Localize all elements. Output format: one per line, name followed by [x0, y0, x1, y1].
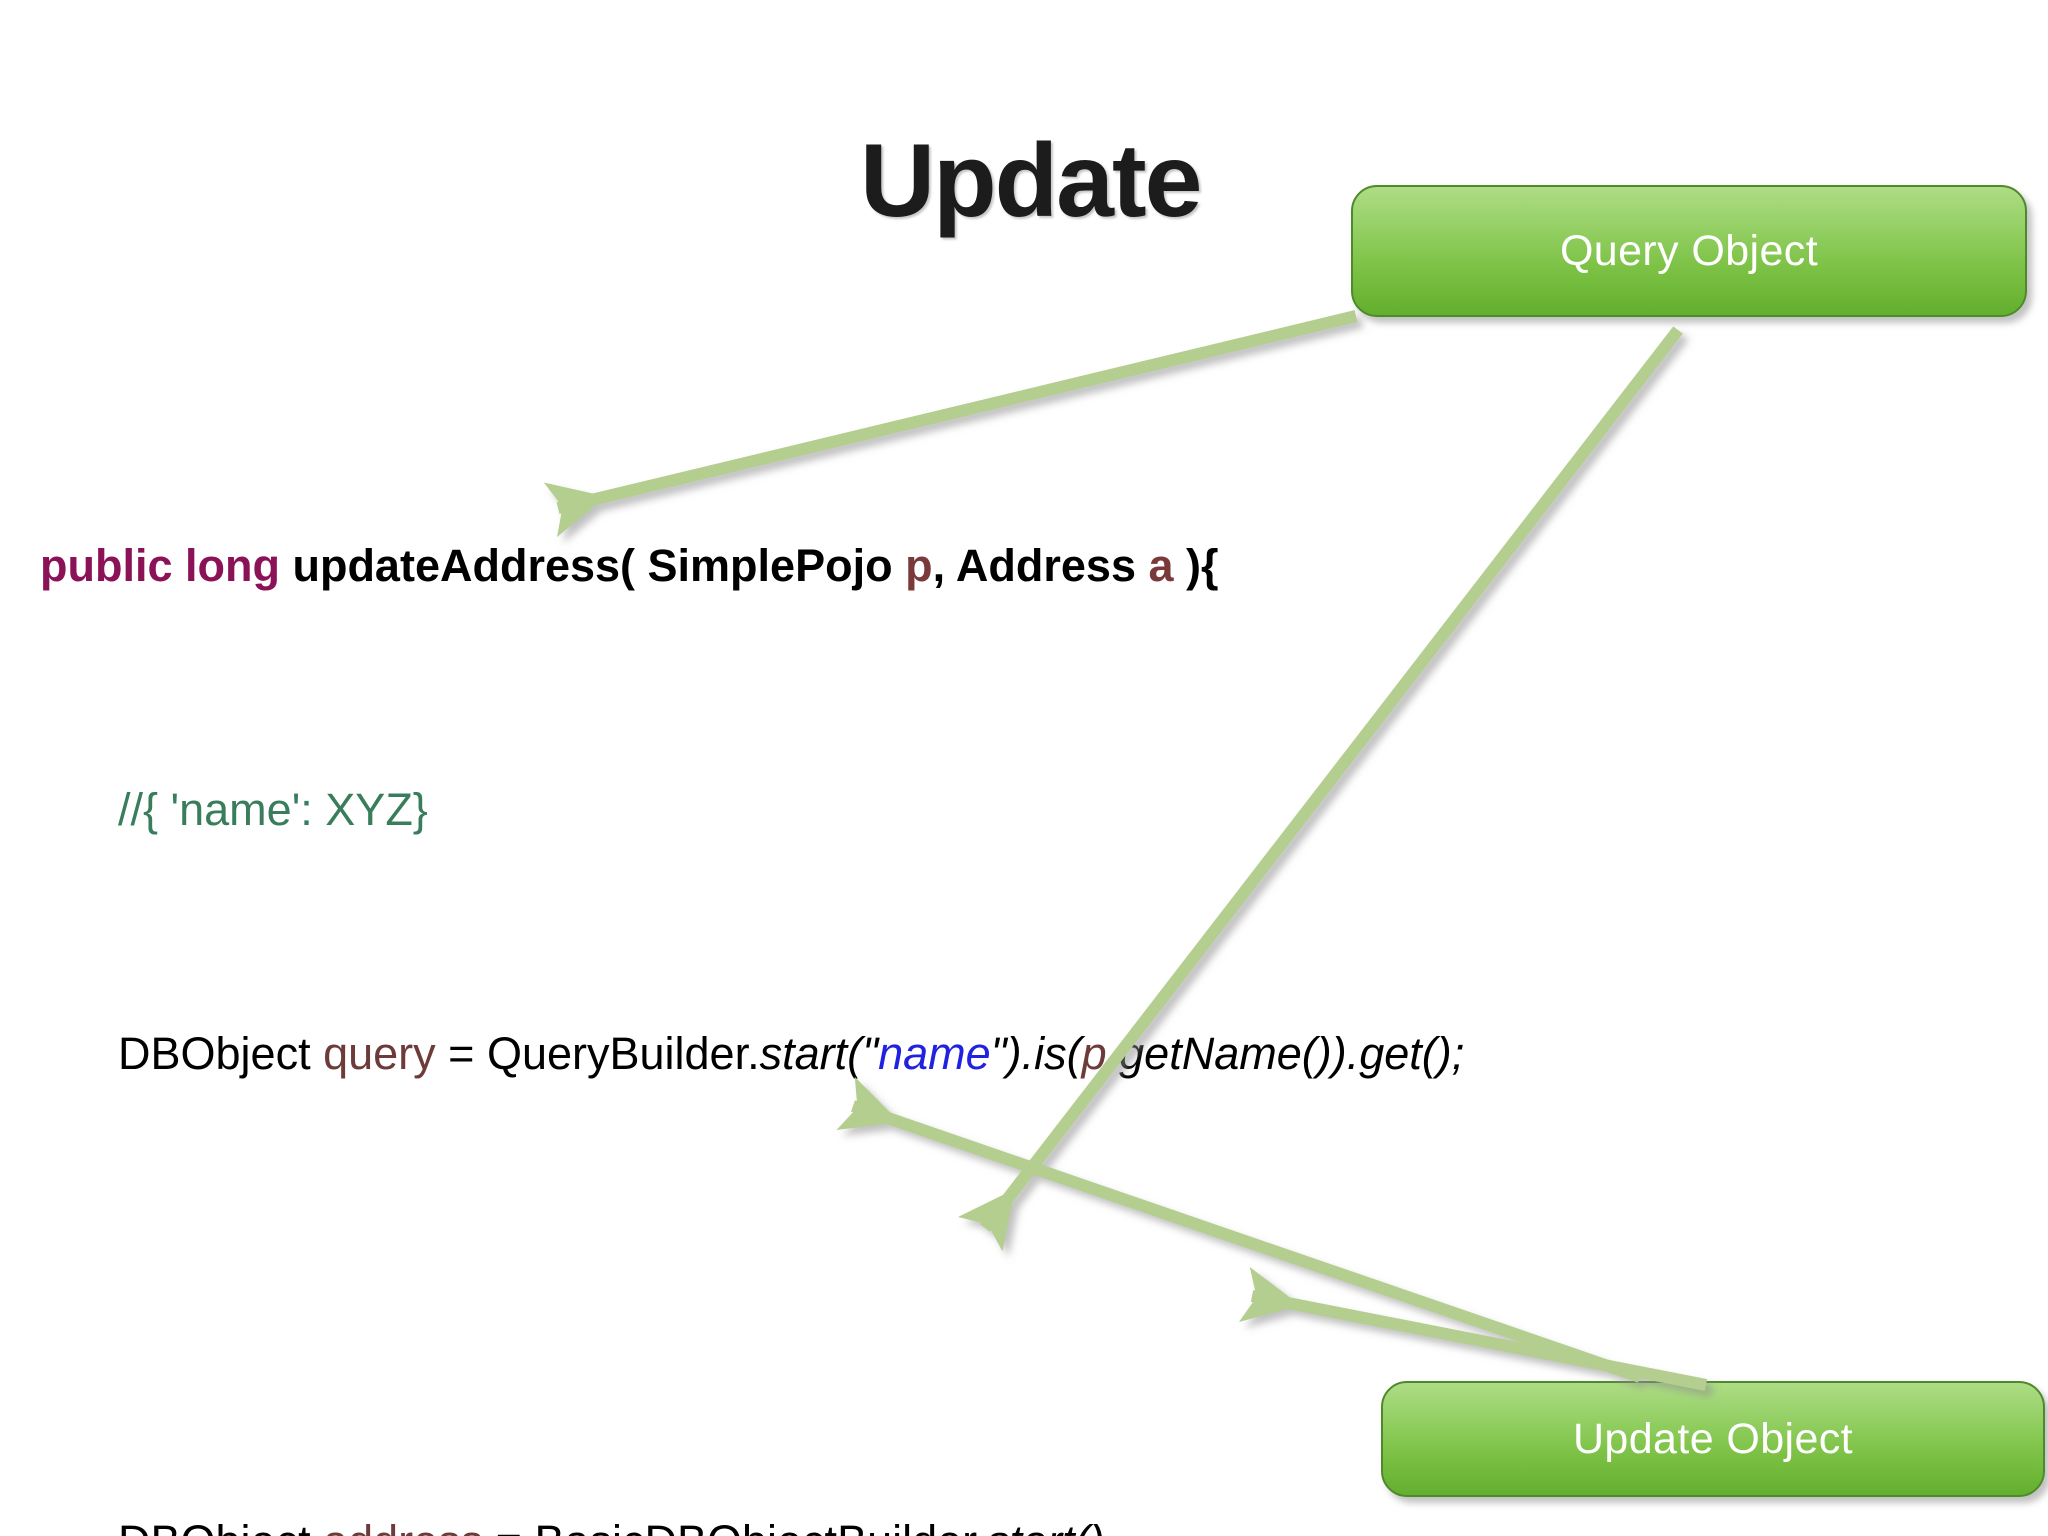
assign-op: = QueryBuilder. — [435, 1028, 760, 1079]
ref-p: p — [1081, 1028, 1107, 1079]
call-getname-tail: .getName()).get(); — [1106, 1028, 1465, 1079]
callout-update-object-label: Update Object — [1572, 1414, 1854, 1463]
signature-end: ){ — [1173, 540, 1219, 591]
param-p: p — [905, 540, 933, 591]
var-query: query — [323, 1028, 436, 1079]
callout-update-object[interactable]: Update Object — [1381, 1381, 2045, 1497]
code-block: public long updateAddress( SimplePojo p,… — [40, 352, 1600, 1536]
type-dbobject-2: DBObject — [118, 1516, 323, 1536]
string-name: name — [878, 1028, 991, 1079]
code-line-query: DBObject query = QueryBuilder.start("nam… — [118, 1023, 1600, 1084]
param-a: a — [1148, 540, 1174, 591]
page-title: Update — [860, 123, 1202, 239]
code-line-blank-1 — [40, 1267, 1600, 1328]
call-is-open: ).is( — [1006, 1028, 1082, 1079]
method-name: updateAddress( SimplePojo — [279, 540, 906, 591]
code-line-comment: //{ 'name': XYZ} — [118, 779, 1600, 840]
signature-rest: , Address — [932, 540, 1149, 591]
quote-close-name: " — [990, 1028, 1007, 1079]
quote-open-name: " — [862, 1028, 879, 1079]
callout-query-object-label: Query Object — [1559, 226, 1819, 275]
call-start: start( — [759, 1028, 863, 1079]
comment-text: //{ 'name': XYZ} — [118, 784, 428, 835]
keyword-public-long: public long — [40, 540, 280, 591]
assign-op-2: = BasicDBObjectBuilder. — [483, 1516, 988, 1536]
code-line-signature: public long updateAddress( SimplePojo p,… — [40, 535, 1600, 596]
code-line-address: DBObject address = BasicDBObjectBuilder.… — [118, 1511, 1600, 1536]
callout-query-object[interactable]: Query Object — [1351, 185, 2027, 317]
call-start-2: start() — [987, 1516, 1105, 1536]
var-address: address — [323, 1516, 483, 1536]
type-dbobject: DBObject — [118, 1028, 324, 1079]
